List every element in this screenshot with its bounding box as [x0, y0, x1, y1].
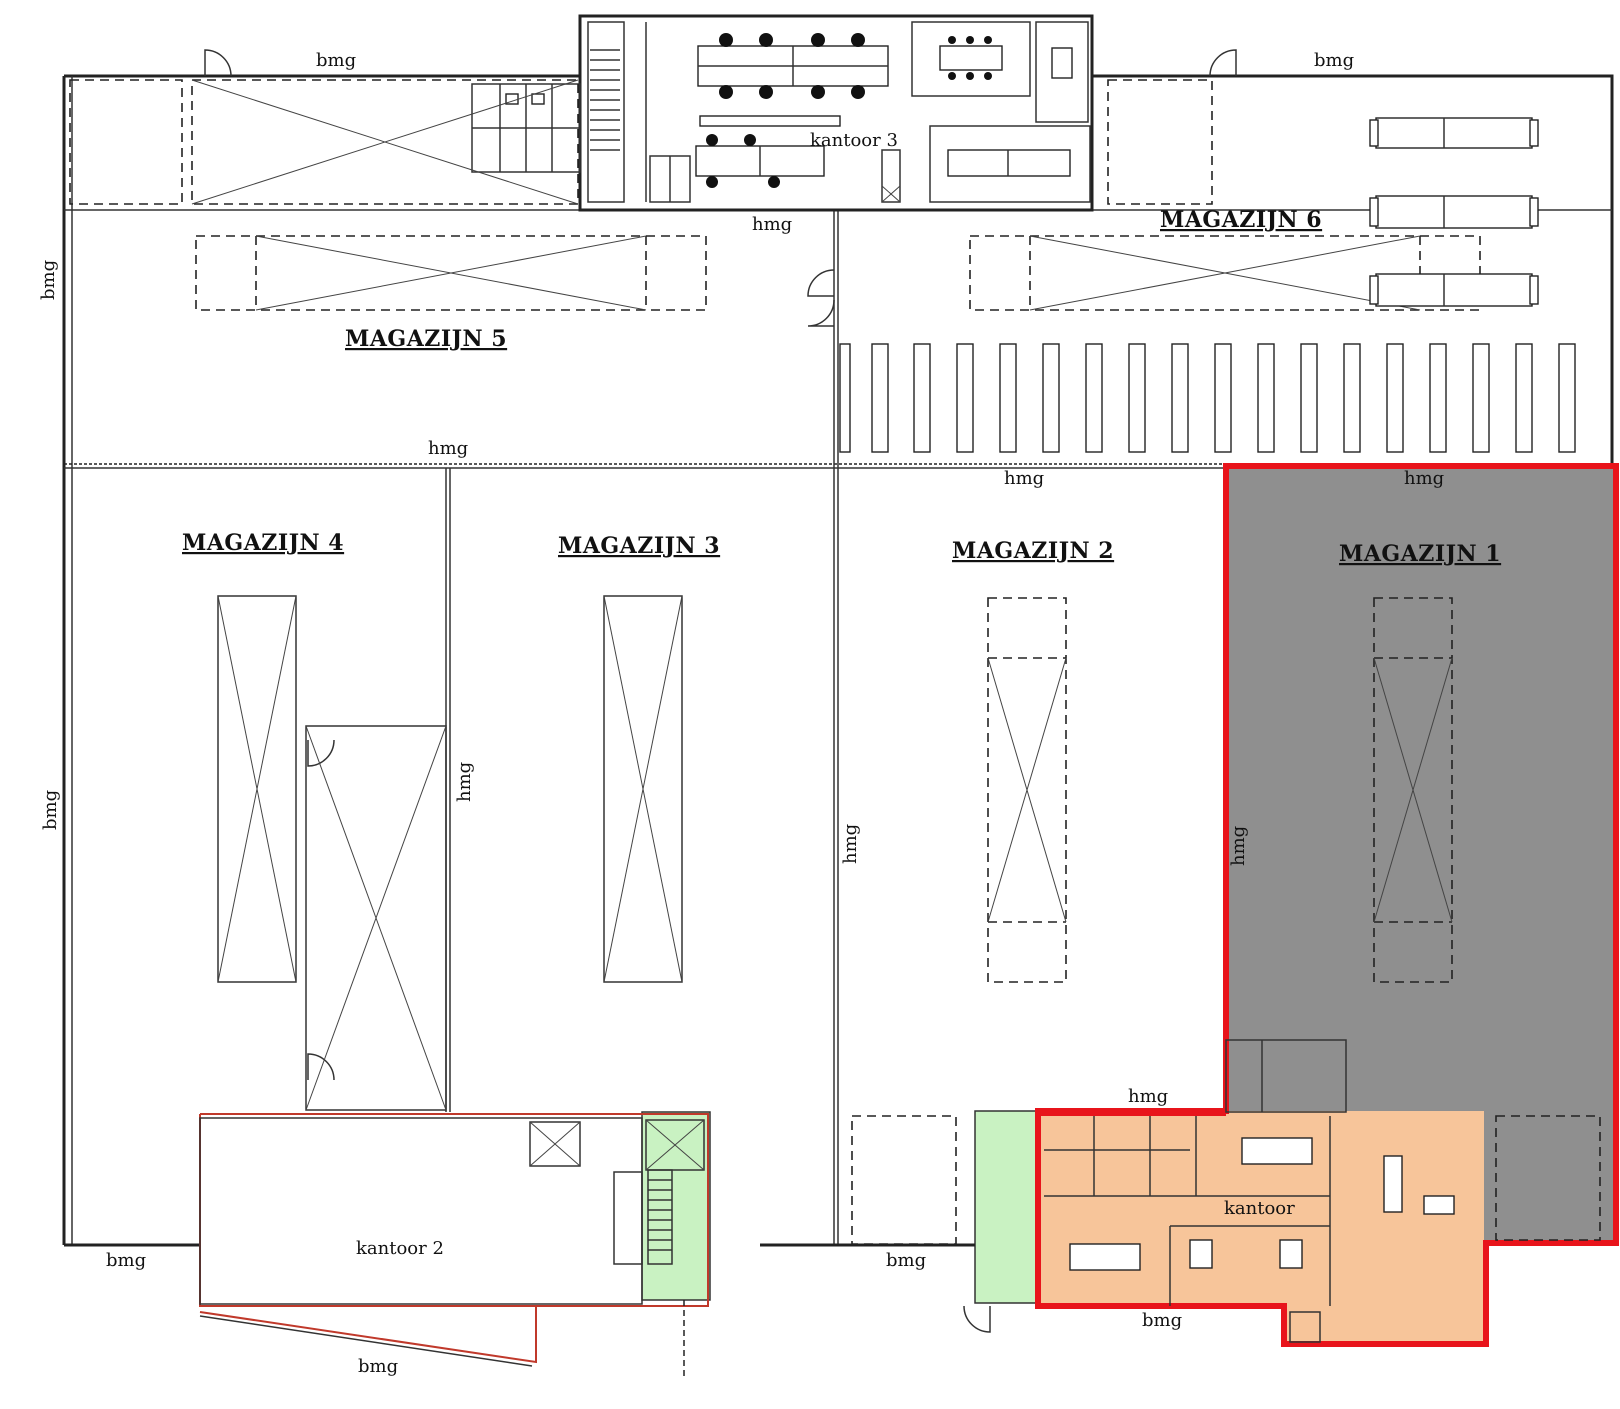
wall-type-labels: bmg bmg bmg bmg bmg bmg bmg bmg hmg hmg …: [38, 50, 1444, 1377]
sanitary-block-top: [471, 83, 581, 173]
label-bmg-bottom-left: bmg: [106, 1250, 146, 1271]
label-hmg-top: hmg: [752, 214, 792, 235]
kantoor-3-block: [578, 14, 1094, 212]
label-kantoor-2: kantoor 2: [356, 1238, 444, 1259]
label-hmg-kantoor: hmg: [1128, 1086, 1168, 1107]
label-kantoor-3: kantoor 3: [810, 130, 898, 151]
room-labels: MAGAZIJN 1 MAGAZIJN 2 MAGAZIJN 3 MAGAZIJ…: [182, 130, 1501, 1259]
label-kantoor: kantoor: [1224, 1198, 1295, 1219]
label-hmg-divider-centre: hmg: [1004, 468, 1044, 489]
label-bmg-bottom-kantoor: bmg: [1142, 1310, 1182, 1331]
label-hmg-divider-right: hmg: [1404, 468, 1444, 489]
shelving-rows: [839, 343, 1576, 453]
label-magazijn-6: MAGAZIJN 6: [1160, 207, 1322, 233]
kantoor-2-block: [199, 1113, 709, 1378]
label-bmg-top-left: bmg: [316, 50, 356, 71]
label-magazijn-2: MAGAZIJN 2: [952, 538, 1114, 564]
loading-outlines: [69, 79, 1601, 1245]
label-hmg-divider-left: hmg: [428, 438, 468, 459]
label-bmg-bottom-centre: bmg: [886, 1250, 926, 1271]
label-bmg-left-upper: bmg: [38, 260, 59, 300]
staircase-green-left: [641, 1111, 711, 1301]
label-magazijn-4: MAGAZIJN 4: [182, 530, 344, 556]
label-hmg-vertical-right: hmg: [1228, 826, 1249, 866]
label-bmg-top-right: bmg: [1314, 50, 1354, 71]
label-magazijn-3: MAGAZIJN 3: [558, 533, 720, 559]
kantoor-interior: [1044, 1039, 1455, 1343]
label-hmg-vertical-centre: hmg: [840, 824, 861, 864]
storage-racks: [217, 595, 683, 1111]
label-magazijn-5: MAGAZIJN 5: [345, 326, 507, 352]
staircase-green-right: [974, 1110, 1039, 1304]
label-hmg-vertical-left: hmg: [454, 762, 475, 802]
doors: [204, 49, 1237, 1333]
label-magazijn-1: MAGAZIJN 1: [1339, 541, 1501, 567]
label-bmg-left-lower: bmg: [40, 790, 61, 830]
label-bmg-bottom-kantoor-2: bmg: [358, 1356, 398, 1377]
pallet-racks-magazijn-6: [1369, 117, 1539, 307]
